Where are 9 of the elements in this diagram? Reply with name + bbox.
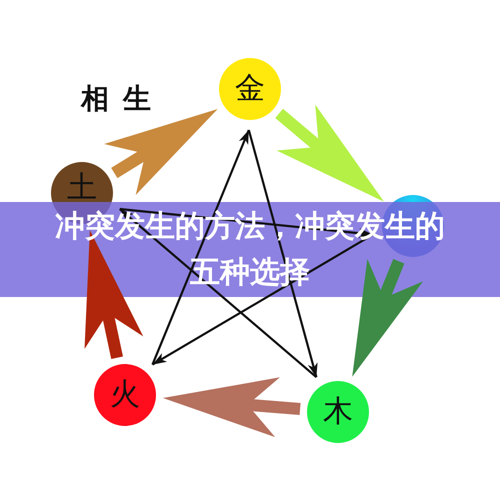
arrow	[152, 234, 374, 366]
dart-arrow	[84, 228, 144, 360]
dart-arrow	[162, 377, 301, 438]
arrow	[151, 130, 250, 366]
arrow	[248, 130, 318, 378]
cycle-label: 相生	[81, 84, 153, 114]
character-circle: 木	[307, 381, 369, 443]
character-circle: 金	[219, 58, 281, 120]
character-circle: 火	[94, 364, 156, 426]
